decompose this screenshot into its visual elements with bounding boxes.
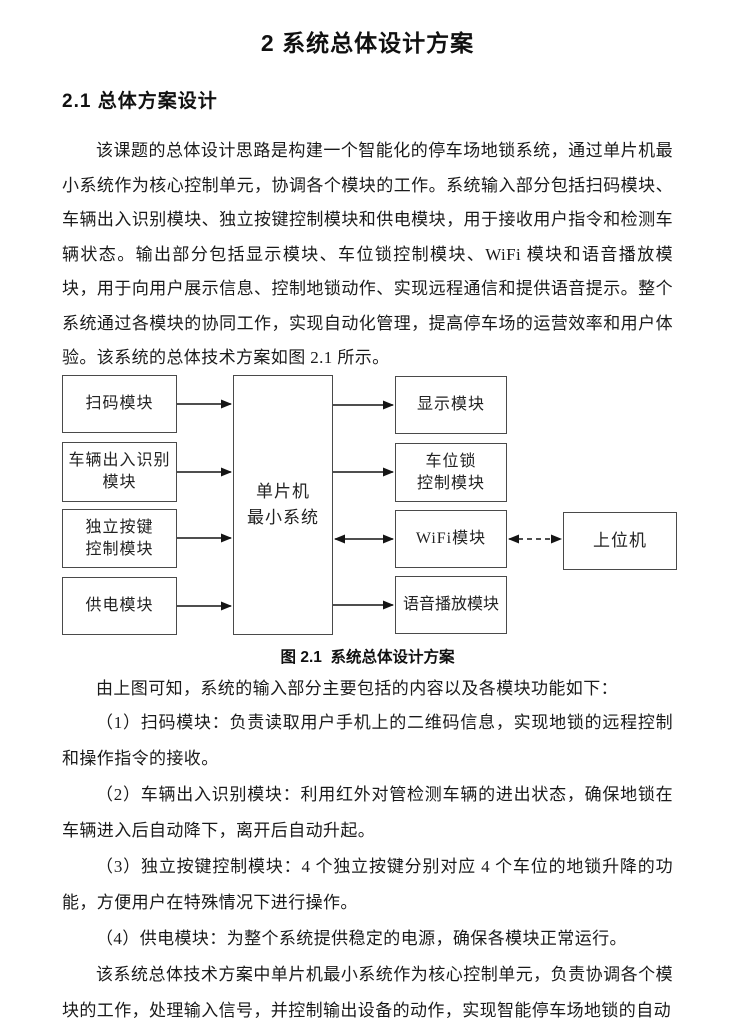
box-power-module: 供电模块: [62, 577, 177, 635]
box-voice-play-module: 语音播放模块: [395, 576, 507, 634]
box-display-module: 显示模块: [395, 376, 507, 434]
list-item-3-keys: （3）独立按键控制模块：4 个独立按键分别对应 4 个车位的地锁升降的功能，方便…: [62, 857, 673, 912]
figure-caption: 图 2.1 系统总体设计方案: [280, 649, 455, 666]
closing-paragraph: 该系统总体技术方案中单片机最小系统作为核心控制单元，负责协调各个模块的工作，处理…: [62, 965, 673, 1020]
box-scan-module: 扫码模块: [62, 375, 177, 433]
system-diagram: 扫码模块 车辆出入识别 模块 独立按键 控制模块 供电模块 单片机 最小系统 显…: [0, 373, 735, 643]
box-lock-control-module: 车位锁 控制模块: [395, 443, 507, 502]
box-wifi-module: WiFi模块: [395, 510, 507, 568]
intro-paragraph: 该课题的总体设计思路是构建一个智能化的停车场地锁系统，通过单片机最小系统作为核心…: [62, 141, 673, 367]
list-item-1-scan: （1）扫码模块：负责读取用户手机上的二维码信息，实现地锁的远程控制和操作指令的接…: [62, 713, 673, 768]
diagram-arrows: [177, 399, 562, 611]
list-item-4-power: （4）供电模块：为整个系统提供稳定的电源，确保各模块正常运行。: [96, 929, 627, 948]
box-vehicle-detect-module: 车辆出入识别 模块: [62, 442, 177, 502]
box-key-control-module: 独立按键 控制模块: [62, 509, 177, 568]
after-figure-paragraph: 由上图可知，系统的输入部分主要包括的内容以及各模块功能如下：: [96, 679, 618, 698]
box-mcu-minimum-system: 单片机 最小系统: [233, 375, 333, 635]
section-heading: 2.1 总体方案设计: [62, 91, 218, 112]
list-item-2-vehicle: （2）车辆出入识别模块：利用红外对管检测车辆的进出状态，确保地锁在车辆进入后自动…: [62, 785, 673, 840]
page-title: 2 系统总体设计方案: [260, 30, 475, 56]
box-host-computer: 上位机: [563, 512, 677, 570]
